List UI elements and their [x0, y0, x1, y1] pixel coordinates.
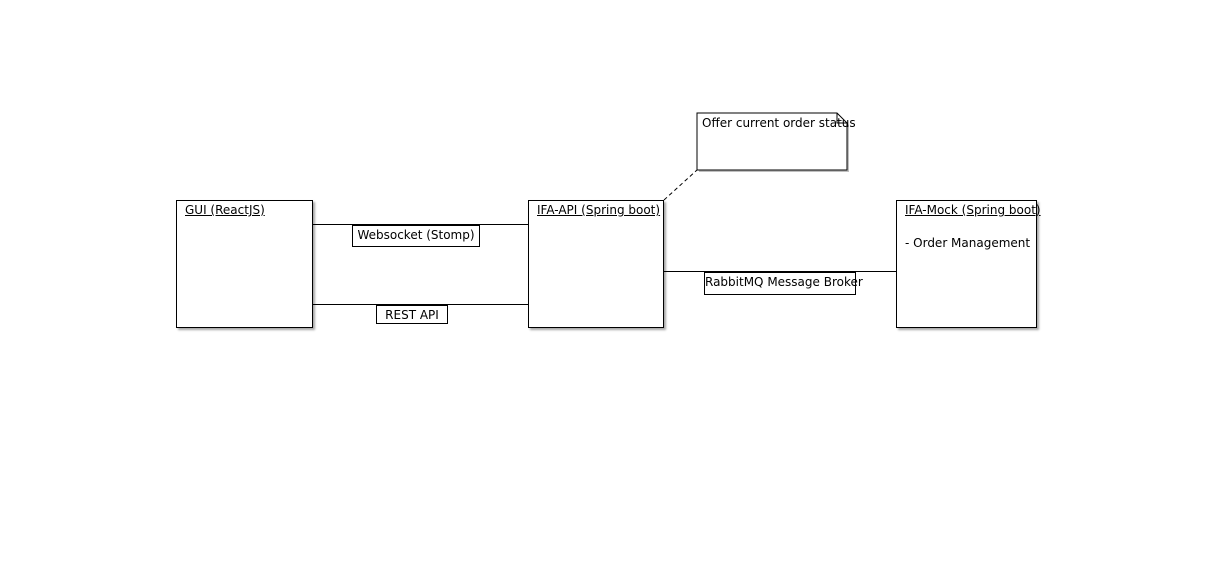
ifa-api-component-box[interactable]: IFA-API (Spring boot): [528, 200, 664, 328]
ifa-mock-component-title: IFA-Mock (Spring boot): [905, 203, 1041, 217]
note-shape: [696, 112, 849, 172]
ifa-mock-component-body: - Order Management: [905, 236, 1031, 250]
rabbitmq-label: RabbitMQ Message Broker: [704, 272, 863, 295]
note-text: Offer current order status: [702, 116, 856, 130]
ifa-mock-component-box[interactable]: IFA-Mock (Spring boot) - Order Managemen…: [896, 200, 1041, 328]
ifa-api-component-title: IFA-API (Spring boot): [537, 203, 661, 217]
note-connector: [663, 169, 698, 201]
websocket-label: Websocket (Stomp): [352, 225, 480, 247]
gui-component-box[interactable]: GUI (ReactJS): [176, 200, 313, 328]
rest-api-label: REST API: [376, 305, 448, 324]
gui-component-title: GUI (ReactJS): [185, 203, 265, 217]
